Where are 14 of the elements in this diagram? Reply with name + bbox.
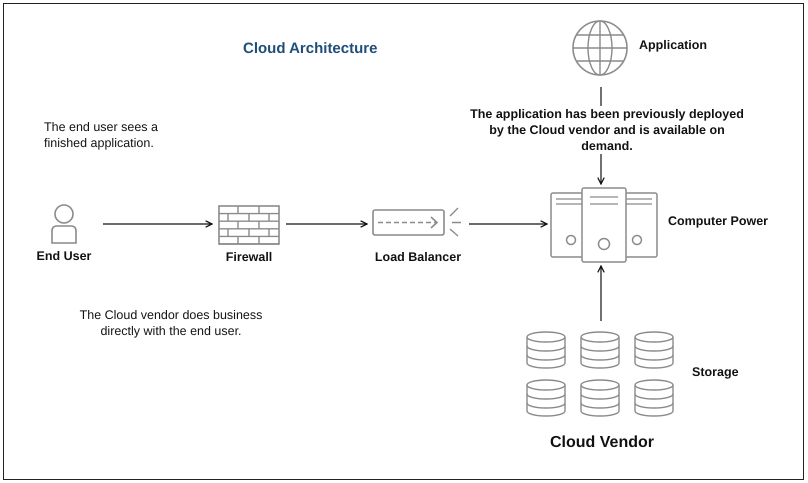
- note-text: The Cloud vendor does business directly with the end user.: [78, 307, 264, 339]
- node-label: Storage: [692, 365, 740, 380]
- diagram-title: Cloud Architecture: [243, 39, 378, 59]
- arrow: [597, 265, 605, 321]
- arrow: [103, 220, 213, 228]
- arrow: [286, 220, 368, 228]
- note-text: The end user sees a finished application.: [44, 119, 159, 151]
- node-label: Application: [639, 38, 708, 53]
- node-label: Firewall: [224, 250, 274, 265]
- node-label: Computer Power: [668, 214, 770, 229]
- group-title: Cloud Vendor: [549, 435, 655, 451]
- node-label: End User: [36, 249, 92, 264]
- node-label: Load Balancer: [374, 250, 462, 265]
- arrow: [469, 220, 548, 228]
